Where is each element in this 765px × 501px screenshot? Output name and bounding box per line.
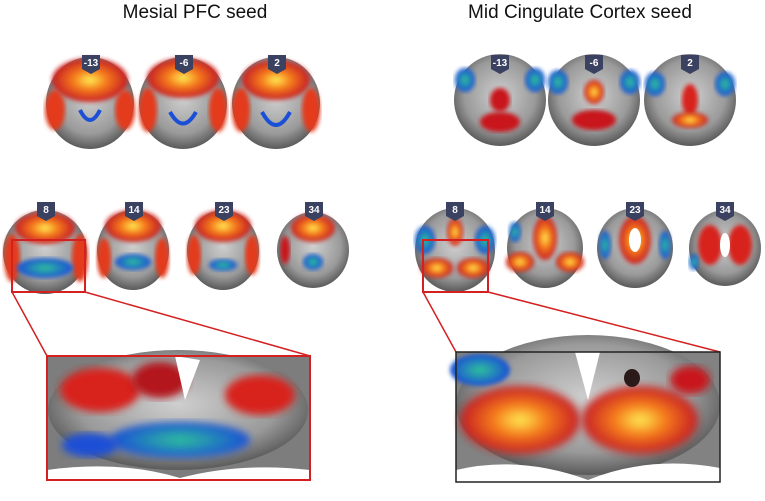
left-bottom-slice-3 bbox=[187, 210, 259, 290]
left-bottom-badge-4: 34 bbox=[305, 202, 323, 221]
svg-text:14: 14 bbox=[128, 205, 140, 216]
left-bottom-slice-4 bbox=[277, 212, 349, 288]
left-bottom-badge-3: 23 bbox=[215, 202, 233, 221]
right-bottom-slice-3 bbox=[597, 208, 673, 288]
right-zoom-inset bbox=[450, 335, 721, 483]
left-zoom-inset bbox=[46, 350, 311, 481]
left-top-slice-3 bbox=[232, 57, 320, 149]
right-bottom-badge-2: 14 bbox=[536, 202, 554, 221]
left-top-badge-2: -6 bbox=[175, 55, 193, 74]
left-top-badge-1: -13 bbox=[82, 55, 100, 74]
right-top-slice-3 bbox=[644, 54, 736, 146]
left-zoom-region bbox=[11, 239, 86, 293]
svg-text:-13: -13 bbox=[84, 58, 99, 69]
left-bottom-badge-2: 14 bbox=[125, 202, 143, 221]
svg-text:2: 2 bbox=[274, 58, 280, 69]
left-bottom-badge-1: 8 bbox=[37, 202, 55, 221]
right-bottom-badge-3: 23 bbox=[626, 202, 644, 221]
svg-text:2: 2 bbox=[687, 58, 693, 69]
svg-text:23: 23 bbox=[218, 205, 230, 216]
title-mid-cingulate: Mid Cingulate Cortex seed bbox=[468, 2, 692, 23]
title-mesial-pfc: Mesial PFC seed bbox=[122, 2, 268, 23]
svg-text:34: 34 bbox=[308, 205, 320, 216]
right-top-badge-1: -13 bbox=[491, 55, 509, 74]
right-bottom-slice-4 bbox=[689, 210, 761, 286]
right-top-badge-2: -6 bbox=[585, 55, 603, 74]
left-bottom-slice-1 bbox=[3, 210, 88, 294]
right-bottom-badge-4: 34 bbox=[716, 202, 734, 221]
left-top-slice-1 bbox=[45, 57, 135, 149]
right-top-slice-2 bbox=[548, 54, 640, 146]
left-top-slice-2 bbox=[139, 57, 227, 149]
right-bottom-slice-2 bbox=[506, 208, 584, 288]
svg-text:14: 14 bbox=[539, 205, 551, 216]
left-top-badge-3: 2 bbox=[268, 55, 286, 74]
svg-text:8: 8 bbox=[43, 205, 49, 216]
svg-text:8: 8 bbox=[452, 205, 458, 216]
right-bottom-badge-1: 8 bbox=[446, 202, 464, 221]
right-zoom-region bbox=[422, 239, 489, 293]
svg-text:34: 34 bbox=[719, 205, 731, 216]
right-top-slice-1 bbox=[454, 54, 546, 146]
right-top-badge-3: 2 bbox=[681, 55, 699, 74]
svg-text:-6: -6 bbox=[180, 58, 189, 69]
left-bottom-slice-2 bbox=[97, 210, 169, 290]
svg-text:-13: -13 bbox=[493, 58, 508, 69]
svg-text:23: 23 bbox=[629, 205, 641, 216]
svg-text:-6: -6 bbox=[590, 58, 599, 69]
